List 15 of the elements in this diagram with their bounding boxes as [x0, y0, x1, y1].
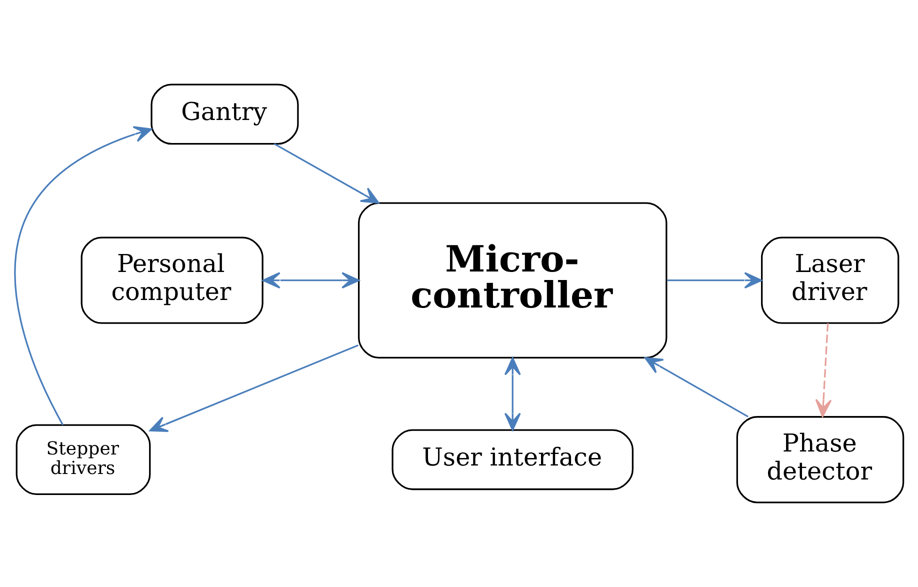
arrow: [149, 344, 359, 432]
node-box: Phase detector: [736, 416, 904, 504]
arrow: [262, 272, 360, 289]
node-box: User interface: [392, 429, 634, 490]
node-box: Micro-controller: [358, 202, 668, 358]
node-box: Laser driver: [761, 236, 900, 324]
arrow: [504, 357, 521, 431]
node-box: Stepper drivers: [16, 424, 151, 496]
node-box: Personal computer: [80, 236, 264, 324]
arrow: [667, 272, 762, 289]
node-box: Gantry: [150, 84, 299, 145]
arrow: [815, 323, 832, 418]
arrow: [274, 143, 380, 204]
arrow: [14, 126, 152, 426]
arrow: [644, 357, 748, 418]
